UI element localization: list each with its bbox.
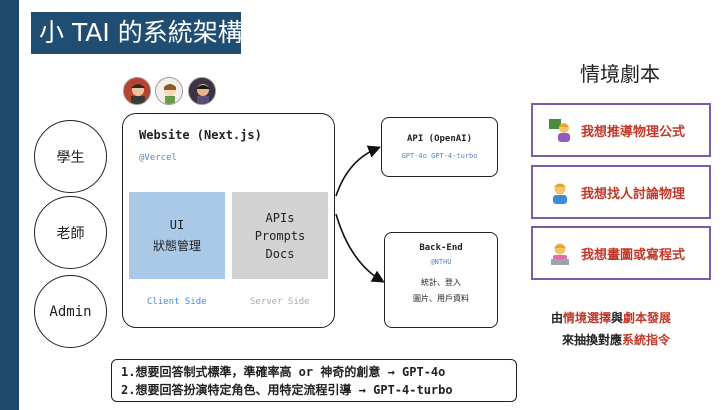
- client-side-box: UI 狀態管理: [129, 192, 225, 279]
- person-at-laptop-icon: [549, 241, 571, 265]
- person-raising-hand-icon: [549, 180, 571, 204]
- scenario-card-derive: 我想推導物理公式: [531, 103, 711, 157]
- api-models: GPT-4o GPT-4-turbo: [401, 152, 478, 160]
- scenario-text-derive: 我想推導物理公式: [581, 124, 686, 140]
- website-host: @Vercel: [139, 153, 177, 163]
- left-accent-bar: [0, 0, 19, 410]
- openai-api-box: API (OpenAI) GPT-4o GPT-4-turbo: [381, 117, 498, 177]
- backend-box: Back-End @NTHU 統計、登入 圖片、用戶資料: [384, 232, 498, 328]
- backend-title: Back-End: [419, 243, 463, 253]
- avatar-2: [155, 77, 183, 105]
- avatar-1: [123, 77, 151, 105]
- client-ui-label: UI: [169, 217, 185, 232]
- avatar-3: [188, 77, 216, 105]
- scenario-text-discuss: 我想找人討論物理: [581, 186, 686, 202]
- client-side-caption: Client Side: [147, 297, 207, 307]
- backend-line2: 圖片、用戶資料: [413, 294, 469, 303]
- server-side-caption: Server Side: [250, 297, 310, 307]
- scenario-card-code: 我想畫圖或寫程式: [531, 226, 711, 280]
- model-note-line-1: 1.想要回答制式標準，準確率高 or 神奇的創意 → GPT-4o: [121, 365, 446, 379]
- slide-title: 小 TAI 的系統架構: [31, 12, 243, 54]
- teacher-at-board-icon: [549, 118, 571, 142]
- scenario-note-1: 由情境選擇與劇本發展: [551, 311, 672, 325]
- website-title: Website (Next.js): [139, 128, 262, 142]
- scenario-text-code: 我想畫圖或寫程式: [581, 247, 686, 263]
- server-apis-label: APIs: [265, 210, 295, 225]
- server-prompts-label: Prompts: [254, 228, 306, 243]
- server-side-box: APIs Prompts Docs: [232, 192, 328, 279]
- server-docs-label: Docs: [265, 246, 295, 261]
- role-admin: Admin: [34, 275, 107, 348]
- model-selection-note: 1.想要回答制式標準，準確率高 or 神奇的創意 → GPT-4o 2.想要回答…: [111, 359, 517, 402]
- model-note-line-2: 2.想要回答扮演特定角色、用特定流程引導 → GPT-4-turbo: [121, 383, 453, 397]
- scenario-note-2: 來抽換對應系統指令: [562, 333, 671, 347]
- backend-host: @NTHU: [430, 258, 452, 266]
- scenario-card-discuss: 我想找人討論物理: [531, 165, 711, 219]
- backend-line1: 統計、登入: [421, 278, 461, 287]
- role-teacher: 老師: [34, 196, 107, 269]
- role-student: 學生: [34, 120, 107, 193]
- api-title: API (OpenAI): [406, 134, 473, 144]
- scenarios-title: 情境劇本: [580, 62, 660, 86]
- client-state-label: 狀態管理: [152, 238, 201, 253]
